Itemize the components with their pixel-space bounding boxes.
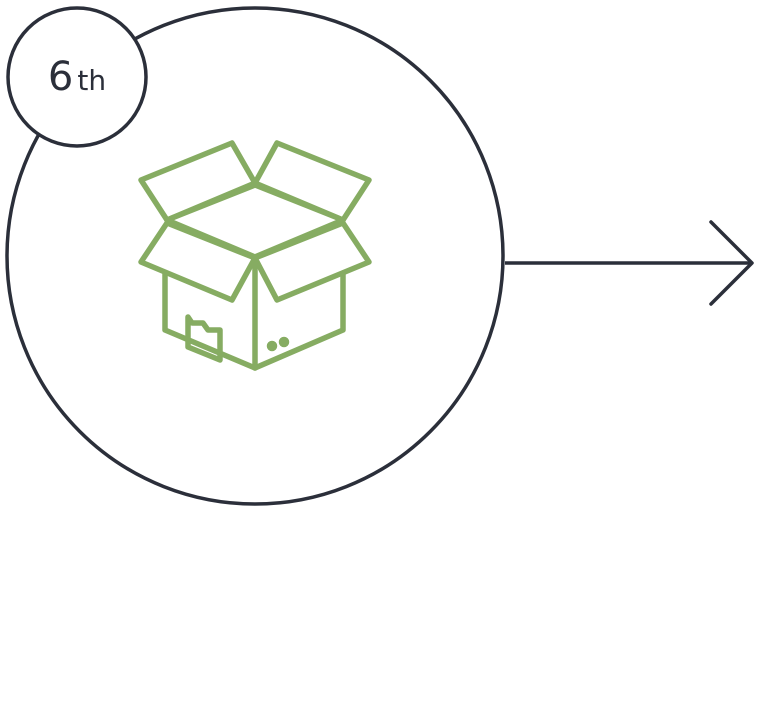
step-suffix: th	[77, 63, 107, 97]
arrow-head-icon	[709, 220, 754, 306]
step-number: 6	[47, 54, 74, 100]
open-box-icon	[138, 140, 372, 371]
step-badge-circle	[6, 6, 148, 148]
step-badge: 6 th	[7, 7, 147, 147]
